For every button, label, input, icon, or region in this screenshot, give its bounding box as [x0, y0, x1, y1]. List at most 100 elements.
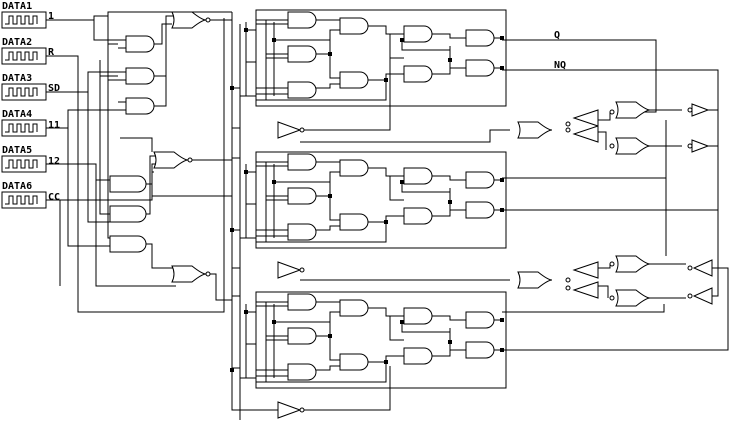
block-2-wire: [245, 164, 256, 238]
block-3-wire: [256, 301, 288, 307]
block-1-and-8: [465, 29, 495, 47]
block-2-and-7: [403, 207, 433, 225]
input-bus: [46, 11, 232, 313]
block-3-junction: [500, 318, 504, 322]
net-label-1: 1: [48, 11, 54, 22]
net-label-11: 11: [48, 120, 60, 131]
block-1-junction: [230, 86, 234, 90]
block-1-junction: [500, 36, 504, 40]
block-1-wire: [368, 25, 404, 81]
block-2-junction: [500, 178, 504, 182]
block-1-junction: [384, 78, 388, 82]
block-3-and-3: [287, 363, 317, 381]
block-2-junction: [384, 220, 388, 224]
block-2-wire: [494, 179, 502, 211]
block-2-wire: [256, 229, 288, 237]
block-2-wire: [316, 196, 340, 231]
block-3-junction: [328, 334, 332, 338]
block-2-wire: [256, 176, 404, 243]
block-3-outline: [255, 291, 507, 389]
block-1-and-6: [403, 25, 433, 43]
block-3-wire: [265, 302, 331, 382]
block-1-junction: [400, 38, 404, 42]
block-1-and-9: [465, 59, 495, 77]
input-data4[interactable]: DATA4 11: [1, 109, 60, 137]
block-3-and-9: [465, 341, 495, 359]
block-1-and-2: [287, 45, 317, 63]
block-2-junction: [230, 228, 234, 232]
block-1-and-5: [339, 71, 369, 89]
block-3-wire: [368, 307, 404, 363]
block-2-and-2: [287, 187, 317, 205]
block-1-and-4: [339, 17, 369, 35]
block-3-wire: [401, 322, 451, 350]
block-1-junction: [272, 38, 276, 42]
block-1-junction: [244, 28, 248, 32]
block-1-wire: [401, 40, 451, 68]
block-1-wire: [256, 87, 288, 95]
block-2-wire: [256, 161, 288, 167]
block-2-and-4: [339, 159, 369, 177]
block-1-and-1: [287, 11, 317, 29]
block-2-wire: [432, 175, 466, 217]
block-1-wire: [256, 19, 288, 25]
input-label-data6: DATA6: [2, 181, 32, 192]
block-3-wire: [266, 335, 288, 341]
block-1-wire: [494, 37, 502, 69]
block-3-and-1: [287, 293, 317, 311]
net-label-sd: SD: [48, 83, 60, 94]
block-3-and-7: [403, 347, 433, 365]
block-3-junction: [230, 368, 234, 372]
block-3-wire: [316, 336, 340, 371]
block-3-wire: [256, 369, 288, 377]
block-3-junction: [448, 340, 452, 344]
block-2-wire: [265, 162, 331, 242]
block-2-wire: [316, 161, 341, 197]
input-data2[interactable]: DATA2 R: [1, 37, 55, 65]
block-1-and-7: [403, 65, 433, 83]
block-1-wire: [316, 19, 341, 55]
input-data5[interactable]: DATA5 12: [1, 145, 60, 173]
net-label-r: R: [48, 47, 55, 58]
block-3-wire: [432, 315, 466, 357]
block-2-junction: [272, 180, 276, 184]
input-logic-top: [118, 11, 232, 115]
block-1-wire: [266, 53, 288, 59]
block-3-and-4: [339, 299, 369, 317]
net-label-cc: CC: [48, 192, 60, 203]
input-label-data2: DATA2: [2, 37, 32, 48]
input-logic-middle: [109, 137, 232, 301]
input-label-data5: DATA5: [2, 145, 32, 156]
block-2-wire: [401, 182, 451, 210]
block-1-junction: [500, 66, 504, 70]
output-stage: [277, 39, 729, 419]
block-2-and-8: [465, 171, 495, 189]
block-2-junction: [400, 180, 404, 184]
block-1-wire: [265, 20, 331, 100]
input-data1[interactable]: DATA1 1: [1, 1, 54, 29]
block-3-and-2: [287, 327, 317, 345]
output-label-q: Q: [554, 30, 560, 41]
block-3-junction: [384, 360, 388, 364]
block-2-and-5: [339, 213, 369, 231]
block-3-junction: [244, 310, 248, 314]
block-3-and-5: [339, 353, 369, 371]
block-3-and-6: [403, 307, 433, 325]
input-data6[interactable]: DATA6 CC: [1, 181, 60, 209]
block-3-wire: [256, 316, 404, 383]
block-3-junction: [400, 320, 404, 324]
input-data3[interactable]: DATA3 SD: [1, 73, 60, 101]
block-3-wire: [316, 301, 341, 337]
block-2-and-6: [403, 167, 433, 185]
block-2-wire: [266, 195, 288, 201]
block-3-wire: [245, 304, 256, 378]
flip-flop-blocks: [230, 9, 507, 389]
block-1-and-3: [287, 81, 317, 99]
block-2-junction: [244, 170, 248, 174]
input-label-data3: DATA3: [2, 73, 32, 84]
output-label-nq: NQ: [554, 60, 566, 71]
block-2-and-9: [465, 201, 495, 219]
block-2-junction: [448, 200, 452, 204]
